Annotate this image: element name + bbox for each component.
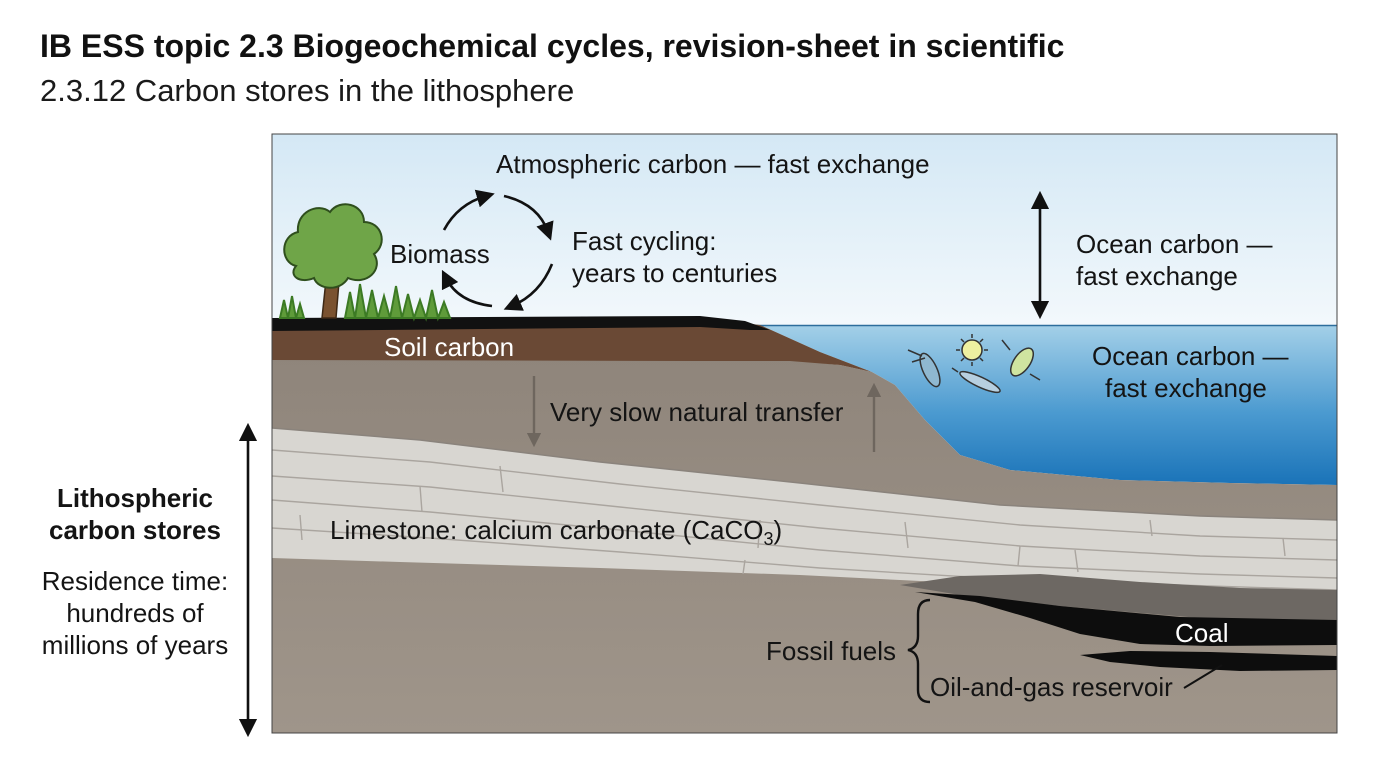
biomass-label: Biomass <box>390 239 490 269</box>
soil-carbon-label: Soil carbon <box>384 332 515 362</box>
ocean-water <box>760 325 1337 485</box>
fast-cycling-label-line2: years to centuries <box>572 258 778 288</box>
limestone-layer <box>272 428 1337 596</box>
limestone-label: Limestone: calcium carbonate (CaCO3) <box>330 515 783 550</box>
residence-time-line2: hundreds of <box>66 598 204 628</box>
fossil-fuels-label: Fossil fuels <box>766 636 897 666</box>
coal-label: Coal <box>1175 618 1229 648</box>
lithospheric-label-line1: Lithospheric <box>56 483 213 513</box>
fossil-fuel-brace <box>907 598 931 704</box>
ocean-carbon-sea-line1: Ocean carbon — <box>1092 341 1289 371</box>
ocean-carbon-sea-line2: fast exchange <box>1105 373 1267 403</box>
atmospheric-carbon-label: Atmospheric carbon — fast exchange <box>496 149 930 179</box>
oil-gas-reservoir <box>1080 651 1337 671</box>
coal-seam <box>915 592 1337 646</box>
residence-time-line1: Residence time: <box>41 566 229 596</box>
page-subtitle: 2.3.12 Carbon stores in the lithosphere <box>40 73 575 108</box>
tree-icon <box>283 203 383 319</box>
humus-strip <box>272 316 770 331</box>
residence-time-line3: millions of years <box>41 630 229 660</box>
page-title: IB ESS topic 2.3 Biogeochemical cycles, … <box>40 28 1065 64</box>
ocean-carbon-air-line1: Ocean carbon — <box>1076 229 1273 259</box>
plankton-icon <box>907 334 1041 394</box>
ocean-carbon-air-line2: fast exchange <box>1076 261 1238 291</box>
oil-gas-label: Oil-and-gas reservoir <box>930 672 1173 702</box>
grass-icon <box>278 283 452 322</box>
fast-cycling-label-line1: Fast cycling: <box>572 226 717 256</box>
lithospheric-label-line2: carbon stores <box>49 515 221 545</box>
slow-transfer-label: Very slow natural transfer <box>550 397 844 427</box>
sky-band <box>272 134 1337 334</box>
cycle-arrows-icon <box>441 189 554 311</box>
soil-layer <box>272 320 872 372</box>
